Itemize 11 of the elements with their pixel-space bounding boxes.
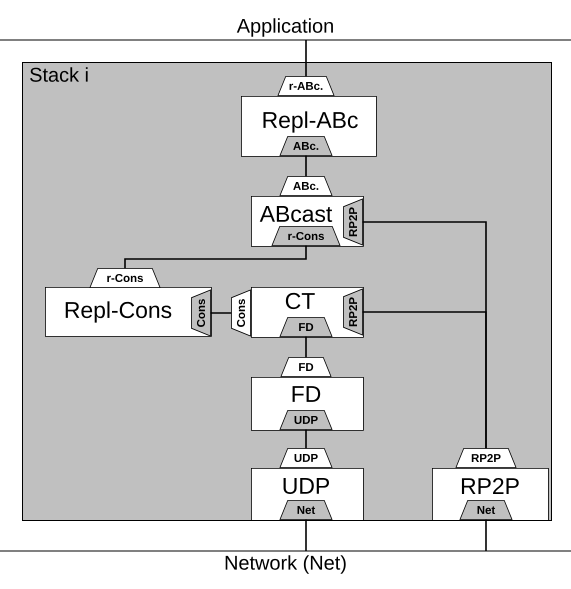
connector-line: [305, 156, 307, 176]
connector-line: [305, 40, 307, 76]
connector-line: [485, 520, 487, 551]
connector-line: [362, 311, 487, 448]
layer-label: Application: [0, 18, 571, 40]
connector-line: [305, 336, 307, 358]
connector-line: [305, 520, 307, 551]
connector-line: [305, 430, 307, 448]
connector-line: [124, 246, 307, 268]
layer-label: Network (Net): [0, 550, 571, 574]
connector-line: [210, 312, 232, 314]
